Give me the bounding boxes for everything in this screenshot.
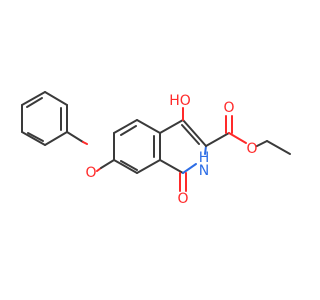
hydroxyl-label: HO (169, 93, 191, 109)
phenyl-ring (21, 91, 68, 146)
ethyl-bond-1 (256, 140, 268, 147)
lactam-oxygen-label: O (177, 191, 188, 207)
ester-carbon-bond (205, 132, 230, 147)
ether-oxygen-label: O (85, 165, 96, 181)
chemical-structure-diagram: HO O O O N H O (21, 91, 291, 207)
ring-ether-bond (100, 159, 115, 169)
phenyl-bond-3 (44, 91, 68, 106)
ring-bond-n-c3 (204, 145, 207, 155)
ethyl-bond-2 (266, 140, 291, 155)
ester-oxygen-bond (228, 132, 247, 144)
phenyl-bond-1 (44, 131, 68, 146)
ring-bond-c8a-c1 (159, 159, 184, 174)
isoquinolinone-ring (159, 119, 207, 174)
ether-oxygen-bond-left (82, 141, 88, 145)
benzene-double-bond-1 (120, 160, 138, 171)
phenyl-bond-6 (21, 131, 46, 146)
ring-bond-c3-c4 (182, 119, 207, 147)
ether-linkage (66, 131, 115, 172)
benzene-bond-2 (136, 159, 161, 174)
phenyl-bond-4 (21, 91, 46, 106)
phenyl-ether-bond (66, 131, 84, 143)
ring-bond-c1-n (182, 163, 197, 174)
phenyl-double-bond-2 (26, 97, 43, 108)
lactam-carbonyl (179, 172, 187, 192)
amide-nitrogen-label: N (199, 163, 209, 179)
benzene-double-bond-3 (120, 125, 137, 136)
benzene-bond-1 (113, 159, 138, 174)
ester-oxygen-label: O (246, 141, 257, 157)
ring-bond-c4-c4a (159, 119, 184, 134)
ester-carbonyl-oxygen-label: O (223, 100, 234, 116)
benzene-bond-5 (113, 119, 138, 134)
ester-group (205, 115, 291, 155)
benzene-bond-4 (136, 119, 161, 134)
phenyl-double-bond-3 (27, 132, 44, 142)
ring-double-bond-c3-c4 (181, 124, 200, 145)
benzene-fused-ring (113, 119, 161, 174)
amide-hydrogen-label: H (199, 150, 210, 166)
